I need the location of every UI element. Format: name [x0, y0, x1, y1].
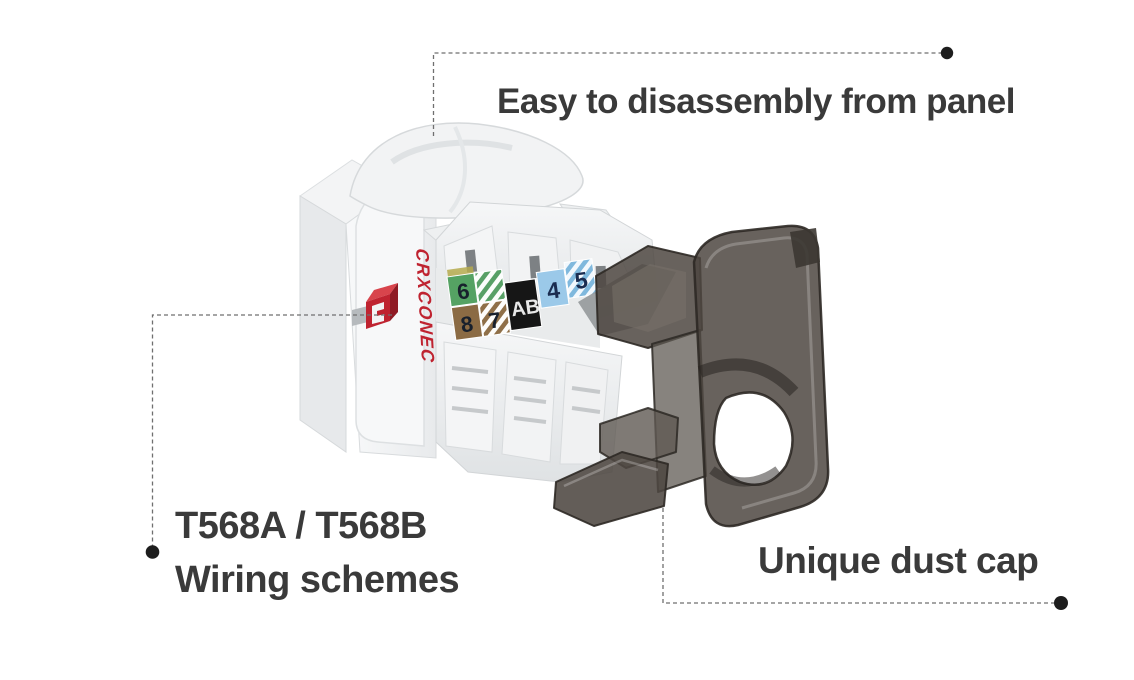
tile-partial	[447, 266, 474, 277]
leader-dot-dustcap	[1054, 596, 1068, 610]
keystone-jack: CRXCONEC 6 8 7	[299, 122, 659, 483]
annotation-wiring-line2: Wiring schemes	[175, 559, 460, 601]
tile-7: 7	[478, 299, 511, 338]
tile-8: 8	[450, 303, 484, 341]
wiring-label: 6 8 7 AB 4	[446, 258, 598, 341]
jack-top-cap	[349, 122, 584, 219]
tile-AB: AB	[503, 278, 543, 332]
svg-text:AB: AB	[510, 295, 542, 321]
annotation-wiring-line1: T568A / T568B	[175, 505, 427, 547]
annotation-dustcap-label: Unique dust cap	[758, 540, 1039, 581]
leader-line-wiring	[151, 314, 392, 546]
svg-text:6: 6	[455, 278, 471, 304]
svg-text:8: 8	[459, 311, 475, 337]
brand-logo-latch	[352, 283, 398, 329]
svg-text:4: 4	[545, 277, 561, 305]
dust-cap-ear	[790, 228, 820, 268]
leader-lines	[151, 52, 1054, 604]
annotation-wiring-label: T568A / T568B Wiring schemes	[175, 499, 460, 607]
leader-dot-panel	[940, 46, 954, 60]
leader-line-dustcap	[662, 508, 1054, 604]
svg-text:7: 7	[487, 307, 503, 333]
tile-5: 5	[563, 258, 598, 299]
dust-cap	[553, 224, 830, 528]
leader-line-panel	[432, 52, 943, 136]
dust-cap-body	[692, 224, 830, 528]
tile-striped-green	[474, 268, 507, 304]
dust-cap-foot	[553, 451, 669, 527]
leader-dot-wiring	[145, 545, 160, 559]
leader-dots	[145, 46, 1068, 610]
dust-cap-strap	[697, 358, 799, 397]
annotation-panel-label: Easy to disassembly from panel	[497, 82, 1015, 121]
tile-6: 6	[446, 272, 479, 308]
tile-4: 4	[535, 268, 570, 309]
svg-text:5: 5	[573, 267, 589, 295]
